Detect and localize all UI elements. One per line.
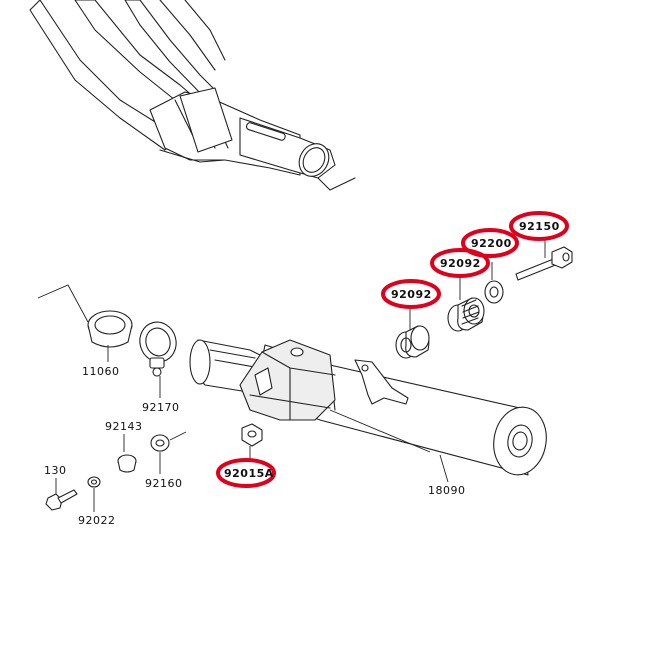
part-label-92022[interactable]: 92022 [78, 514, 116, 527]
part-label-92092-front[interactable]: 92092 [391, 288, 432, 301]
bolt-130[interactable] [45, 489, 78, 511]
bolt-92150[interactable] [515, 246, 573, 281]
part-label-130[interactable]: 130 [44, 464, 67, 477]
part-label-92143[interactable]: 92143 [105, 420, 143, 433]
part-label-92015A[interactable]: 92015A [224, 467, 274, 480]
rubber-damper-92092-front[interactable] [395, 325, 430, 359]
highlight-ring-92200 [461, 228, 519, 258]
part-label-92150[interactable]: 92150 [519, 220, 560, 233]
washer-92022[interactable] [87, 476, 101, 488]
highlight-ring-92015A [216, 458, 276, 488]
reference-line [37, 284, 89, 323]
highlight-ring-92092-rear [430, 248, 490, 278]
washer-92200[interactable] [484, 280, 504, 304]
nut-92015A[interactable] [241, 423, 263, 447]
part-label-92160[interactable]: 92160 [145, 477, 183, 490]
highlight-ring-92092-front [381, 279, 441, 309]
gasket-11060[interactable] [87, 310, 133, 348]
damper-92160[interactable] [150, 431, 187, 452]
clamp-92170[interactable] [135, 318, 180, 377]
part-label-18090[interactable]: 18090 [428, 484, 466, 497]
part-label-92200[interactable]: 92200 [471, 237, 512, 250]
part-label-11060[interactable]: 11060 [82, 365, 120, 378]
header-pipe-drawing [29, 0, 356, 191]
rubber-damper-92092-rear[interactable] [447, 297, 485, 332]
highlight-ring-92150 [509, 211, 569, 241]
part-label-92092-rear[interactable]: 92092 [440, 257, 481, 270]
part-label-92170[interactable]: 92170 [142, 401, 180, 414]
collar-92143[interactable] [117, 454, 137, 473]
muffler-18090[interactable] [189, 339, 552, 479]
